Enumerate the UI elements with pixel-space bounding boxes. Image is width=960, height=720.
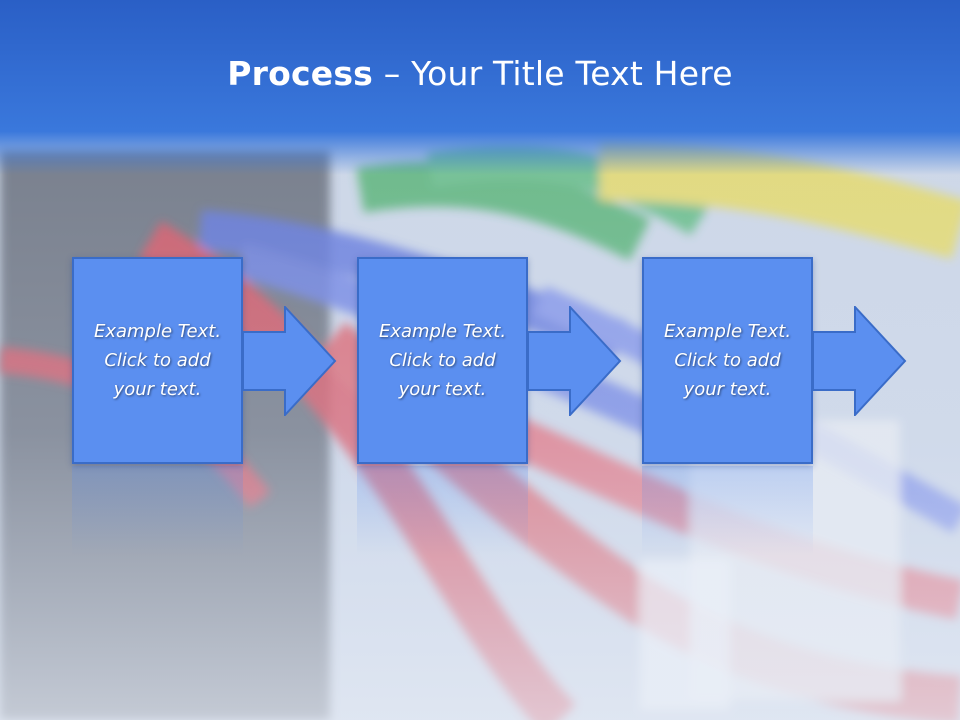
step-1-reflection	[72, 466, 243, 556]
step-1-box[interactable]: Example Text. Click to add your text.	[72, 257, 243, 464]
step-1-line-3: your text.	[113, 379, 202, 400]
step-1-text[interactable]: Example Text. Click to add your text.	[88, 317, 227, 404]
step-2-box[interactable]: Example Text. Click to add your text.	[357, 257, 528, 464]
title-rest: – Your Title Text Here	[373, 54, 733, 93]
step-2-line-1: Example Text.	[378, 321, 507, 342]
step-3-box[interactable]: Example Text. Click to add your text.	[642, 257, 813, 464]
step-3-line-2: Click to add	[674, 350, 781, 371]
step-2-arrow	[528, 306, 622, 416]
step-3-text[interactable]: Example Text. Click to add your text.	[658, 317, 797, 404]
slide-title: Process – Your Title Text Here	[0, 52, 960, 96]
title-bold: Process	[227, 54, 374, 93]
step-1-line-2: Click to add	[104, 350, 211, 371]
step-3-line-3: your text.	[683, 379, 772, 400]
step-3-arrow	[813, 306, 907, 416]
step-1-arrow	[243, 306, 337, 416]
step-2-text[interactable]: Example Text. Click to add your text.	[373, 317, 512, 404]
step-2-line-2: Click to add	[389, 350, 496, 371]
step-3-reflection	[642, 466, 813, 556]
step-2-reflection	[357, 466, 528, 556]
step-1-line-1: Example Text.	[93, 321, 222, 342]
step-2-line-3: your text.	[398, 379, 487, 400]
step-3-line-1: Example Text.	[663, 321, 792, 342]
